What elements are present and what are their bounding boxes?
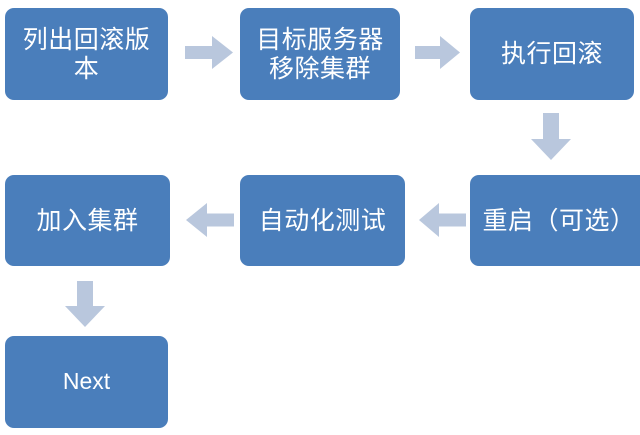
flow-node-automated-test[interactable]: 自动化测试 — [240, 175, 405, 266]
flow-node-restart-optional[interactable]: 重启（可选） — [470, 175, 640, 266]
flow-node-remove-target-server[interactable]: 目标服务器 移除集群 — [240, 8, 400, 100]
flow-node-label: 自动化测试 — [258, 205, 387, 235]
flow-node-next[interactable]: Next — [5, 336, 168, 428]
arrow-right-icon-1 — [185, 36, 233, 69]
flow-node-list-rollback-versions[interactable]: 列出回滚版 本 — [5, 8, 168, 100]
arrow-down-icon-2 — [65, 281, 105, 327]
flow-node-label: 目标服务器 移除集群 — [256, 24, 384, 84]
flow-node-label: 执行回滚 — [500, 39, 603, 69]
flow-node-label: Next — [62, 368, 111, 395]
arrow-right-icon-2 — [415, 36, 460, 69]
flow-node-join-cluster[interactable]: 加入集群 — [5, 175, 170, 266]
flow-node-label: 加入集群 — [36, 205, 139, 235]
arrow-left-icon-1 — [419, 203, 466, 237]
flow-node-execute-rollback[interactable]: 执行回滚 — [470, 8, 634, 100]
arrow-left-icon-2 — [186, 203, 234, 237]
flow-node-label: 列出回滚版 本 — [22, 24, 151, 84]
arrow-down-icon-1 — [531, 113, 571, 160]
flow-node-label: 重启（可选） — [482, 205, 636, 235]
